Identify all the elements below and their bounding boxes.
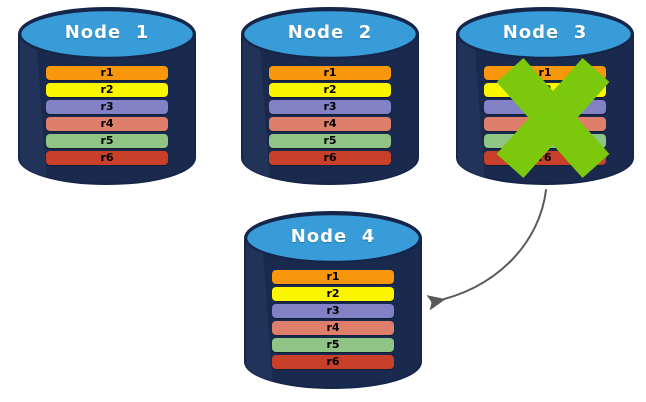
cylinder-top-ellipse [456, 8, 634, 60]
data-row-label: r5 [323, 134, 337, 147]
data-row-label: r4 [323, 117, 337, 130]
data-row-label: r2 [326, 287, 340, 300]
data-row[interactable]: r5 [272, 338, 394, 352]
data-row-label: r4 [100, 117, 114, 130]
data-row[interactable]: r3 [46, 100, 168, 114]
data-row-label: r5 [326, 338, 340, 351]
data-row-label: r5 [100, 134, 114, 147]
recovery-arrow [426, 189, 547, 311]
data-row[interactable]: r4 [272, 321, 394, 335]
data-row[interactable]: r4 [46, 117, 168, 131]
cylinder-top-ellipse [244, 212, 422, 264]
data-row[interactable]: r6 [269, 151, 391, 165]
data-row-label: r1 [100, 66, 114, 79]
data-row-label: r1 [538, 66, 552, 79]
data-row[interactable]: r4 [269, 117, 391, 131]
data-row-label: r2 [323, 83, 337, 96]
data-row-label: r2 [100, 83, 114, 96]
cylinder-side-shading [242, 34, 270, 178]
data-row-label: r6 [538, 151, 552, 164]
data-row-label: r4 [326, 321, 340, 334]
data-row-label: r5 [538, 134, 552, 147]
data-row-label: r3 [538, 100, 552, 113]
data-row[interactable]: r3 [269, 100, 391, 114]
data-row[interactable]: r3 [272, 304, 394, 318]
data-row-label: r3 [326, 304, 340, 317]
row-list: r1 r2 r3 r4 r5 r6 [18, 66, 196, 168]
row-list: r1 r2 r3 r4 r5 r6 [241, 66, 419, 168]
data-row-label: r4 [538, 117, 552, 130]
data-row[interactable]: r2 [269, 83, 391, 97]
data-row[interactable]: r2 [46, 83, 168, 97]
data-row[interactable]: r6 [272, 355, 394, 369]
data-row[interactable]: r5 [269, 134, 391, 148]
data-row-label: r6 [326, 355, 340, 368]
data-row-label: r1 [323, 66, 337, 79]
data-row[interactable]: r6 [46, 151, 168, 165]
cylinder-side-shading [19, 34, 47, 178]
data-row[interactable]: r6 [484, 151, 606, 165]
data-row-label: r3 [323, 100, 337, 113]
data-row-label: r2 [538, 83, 552, 96]
data-row[interactable]: r1 [272, 270, 394, 284]
data-row[interactable]: r2 [272, 287, 394, 301]
cylinder-top-ellipse [18, 8, 196, 60]
data-row[interactable]: r5 [484, 134, 606, 148]
data-row[interactable]: r2 [484, 83, 606, 97]
data-row-label: r6 [323, 151, 337, 164]
data-row-label: r6 [100, 151, 114, 164]
data-row[interactable]: r5 [46, 134, 168, 148]
data-row[interactable]: r1 [269, 66, 391, 80]
data-row-label: r1 [326, 270, 340, 283]
data-row[interactable]: r1 [46, 66, 168, 80]
data-row-label: r3 [100, 100, 114, 113]
data-row[interactable]: r1 [484, 66, 606, 80]
row-list: r1 r2 r3 r4 r5 r6 [244, 270, 422, 372]
data-row[interactable]: r4 [484, 117, 606, 131]
row-list: r1 r2 r3 r4 r5 r6 [456, 66, 634, 168]
cylinder-side-shading [457, 34, 485, 178]
data-row[interactable]: r3 [484, 100, 606, 114]
cylinder-side-shading [245, 238, 273, 382]
cylinder-top-ellipse [241, 8, 419, 60]
